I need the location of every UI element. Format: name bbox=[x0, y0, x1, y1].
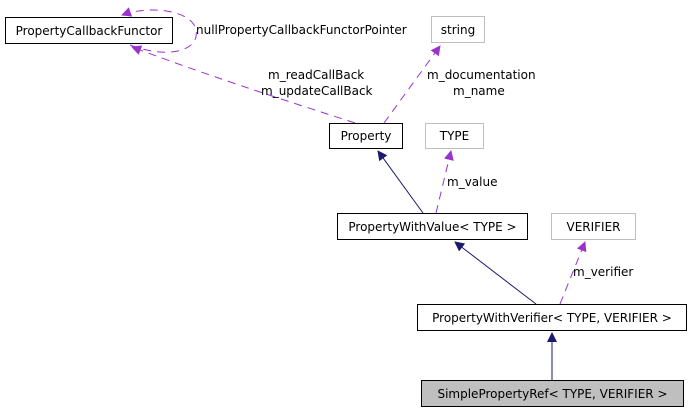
label-update-callback: m_updateCallBack bbox=[261, 84, 373, 98]
label-value: m_value bbox=[447, 175, 498, 189]
node-type[interactable]: TYPE bbox=[425, 123, 484, 149]
node-verifier[interactable]: VERIFIER bbox=[551, 213, 636, 240]
edge-inherit-value bbox=[454, 241, 537, 305]
edge-callbacks bbox=[131, 45, 356, 124]
label-documentation: m_documentation bbox=[427, 68, 536, 82]
node-property-callback-functor[interactable]: PropertyCallbackFunctor bbox=[5, 17, 173, 44]
node-property[interactable]: Property bbox=[329, 123, 403, 149]
edge-null-pointer bbox=[121, 7, 197, 53]
edge-inherit-property bbox=[377, 150, 424, 214]
node-property-with-verifier[interactable]: PropertyWithVerifier< TYPE, VERIFIER > bbox=[417, 304, 687, 331]
edge-value bbox=[435, 150, 454, 214]
label-name: m_name bbox=[453, 84, 505, 98]
label-null-pointer: nullPropertyCallbackFunctorPointer bbox=[196, 23, 407, 37]
edge-verifier bbox=[559, 241, 587, 305]
label-verifier: m_verifier bbox=[573, 265, 634, 279]
node-property-with-value[interactable]: PropertyWithValue< TYPE > bbox=[337, 213, 528, 240]
node-string[interactable]: string bbox=[431, 16, 485, 43]
node-simple-property-ref: SimplePropertyRef< TYPE, VERIFIER > bbox=[421, 380, 684, 407]
label-read-callback: m_readCallBack bbox=[268, 68, 365, 82]
edge-string bbox=[383, 45, 441, 124]
